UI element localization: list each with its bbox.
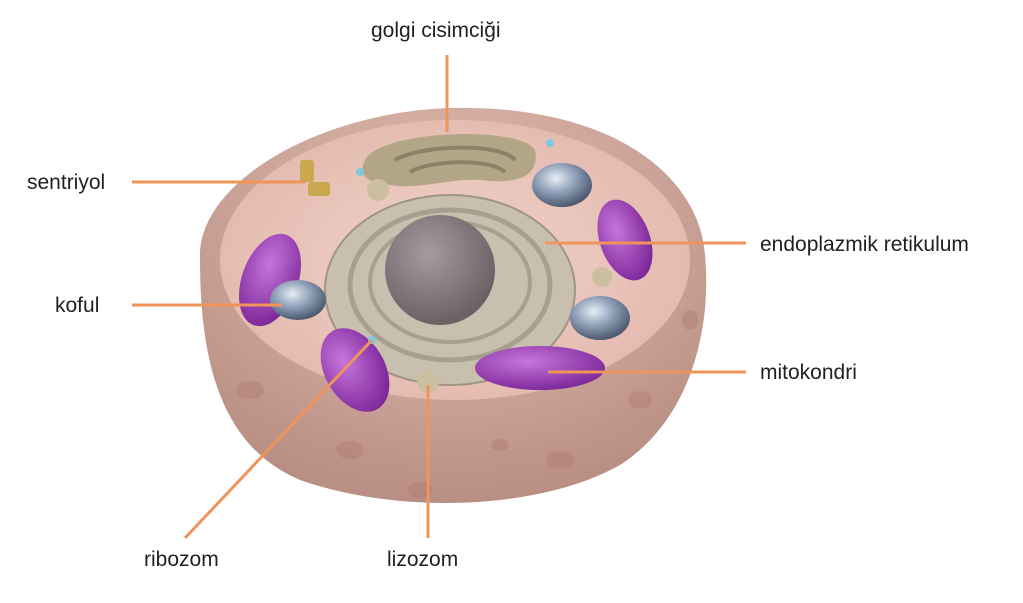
leader-lines xyxy=(132,55,746,540)
label-endoplasmic-reticulum: endoplazmik retikulum xyxy=(760,233,969,256)
label-lysosome: lizozom xyxy=(387,548,459,571)
lysosomes xyxy=(367,179,612,393)
vacuoles xyxy=(270,163,630,340)
golgi-body xyxy=(362,133,536,187)
nucleus xyxy=(385,215,495,325)
label-golgi: golgi cisimciği xyxy=(371,19,501,42)
centriole xyxy=(300,160,330,196)
label-vacuole: koful xyxy=(55,294,100,317)
label-centriole: sentriyol xyxy=(27,171,106,194)
label-mitochondria: mitokondri xyxy=(760,361,857,384)
mitochondria xyxy=(238,199,653,412)
label-ribosome: ribozom xyxy=(144,548,219,571)
